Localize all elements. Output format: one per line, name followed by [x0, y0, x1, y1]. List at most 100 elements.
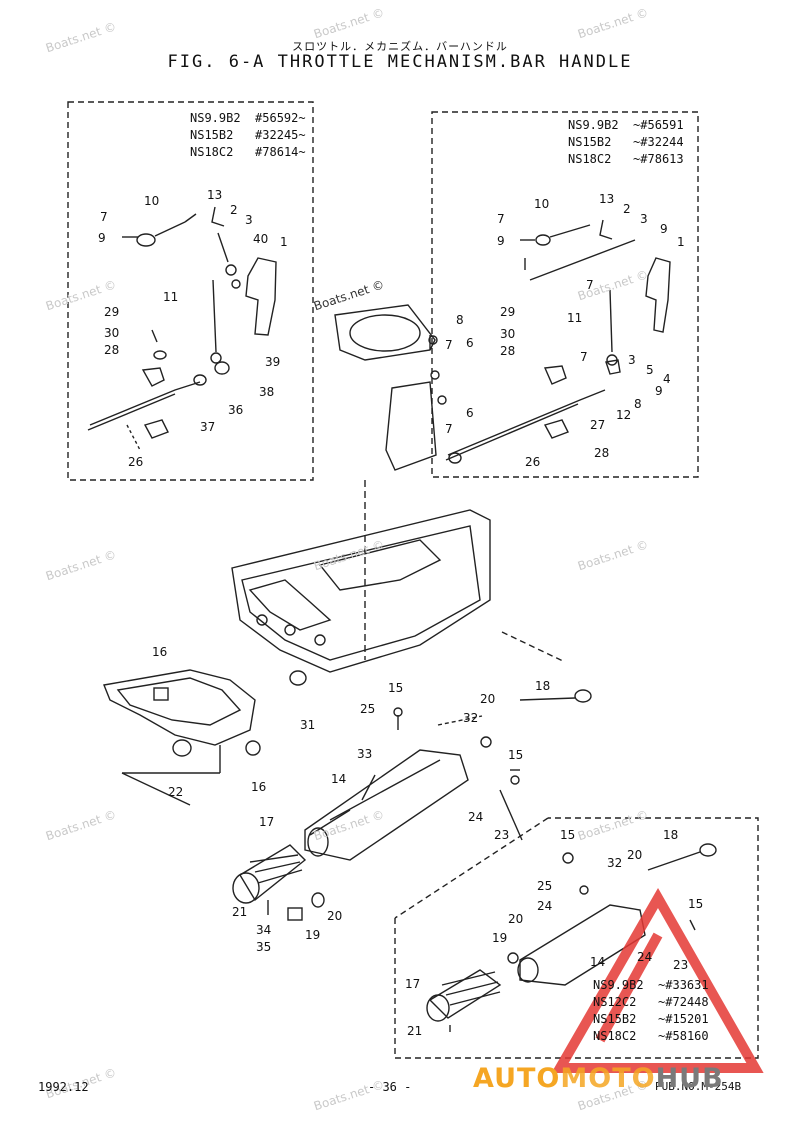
callout-label: 32 [463, 711, 479, 725]
brand-logo-part: MOTO [560, 1063, 656, 1094]
callout-label: 6 [466, 336, 474, 350]
callout-label: 8 [456, 313, 464, 327]
callout-label: 21 [407, 1024, 423, 1038]
model-row: NS9.9B2 ~#33631 [593, 978, 709, 992]
callout-label: 8 [634, 397, 642, 411]
callout-label: 7 [580, 350, 588, 364]
callout-label: 36 [228, 403, 244, 417]
callout-label: 16 [152, 645, 168, 659]
callout-label: 17 [405, 977, 421, 991]
callout-label: 40 [253, 232, 269, 246]
callout-label: 34 [256, 923, 272, 937]
callout-label: 20 [327, 909, 343, 923]
callout-label: 13 [599, 192, 615, 206]
callout-label: 22 [168, 785, 184, 799]
callout-label: 10 [534, 197, 550, 211]
callout-label: 30 [500, 327, 516, 341]
callout-label: 11 [163, 290, 179, 304]
callout-label: 4 [663, 372, 671, 386]
callout-label: 17 [259, 815, 275, 829]
callout-label: 7 [586, 278, 594, 292]
callout-label: 9 [497, 234, 505, 248]
callout-label: 15 [560, 828, 576, 842]
callout-label: 3 [628, 353, 636, 367]
callout-label: 24 [537, 899, 553, 913]
callout-label: 7 [445, 422, 453, 436]
brand-logo-part: AUTO [473, 1063, 561, 1094]
callout-label: 35 [256, 940, 272, 954]
callout-label: 32 [607, 856, 623, 870]
callout-label: 16 [251, 780, 267, 794]
callout-label: 3 [640, 212, 648, 226]
callout-label: 1 [677, 235, 685, 249]
footer-date: 1992.12 [38, 1080, 89, 1094]
callout-label: 31 [300, 718, 316, 732]
model-row: NS18C2 ~#78613 [568, 152, 684, 166]
callout-label: 29 [104, 305, 120, 319]
callout-label: 33 [357, 747, 373, 761]
callout-label: 37 [200, 420, 216, 434]
model-row: NS18C2 ~#58160 [593, 1029, 709, 1043]
left-panel-model-list: NS9.9B2 #56592~ NS15B2 #32245~ NS18C2 #7… [190, 110, 306, 161]
callout-label: 26 [525, 455, 541, 469]
callout-label: 28 [594, 446, 610, 460]
figure-title: FIG. 6-A THROTTLE MECHANISM.BAR HANDLE [167, 52, 633, 72]
callout-label: 9 [98, 231, 106, 245]
model-row: NS15B2 ~#15201 [593, 1012, 709, 1026]
callout-label: 25 [360, 702, 376, 716]
callout-label: 20 [627, 848, 643, 862]
callout-label: 24 [637, 950, 653, 964]
callout-label: 21 [232, 905, 248, 919]
callout-label: 13 [207, 188, 223, 202]
callout-label: 1 [280, 235, 288, 249]
callout-label: 29 [500, 305, 516, 319]
brand-logo: AUTOMOTOHUB [473, 1063, 724, 1094]
callout-label: 23 [673, 958, 689, 972]
model-row: NS15B2 #32245~ [190, 128, 306, 142]
right-panel-model-list: NS9.9B2 ~#56591 NS15B2 ~#32244 NS18C2 ~#… [568, 117, 684, 168]
model-row: NS9.9B2 ~#56591 [568, 118, 684, 132]
callout-label: 19 [492, 931, 508, 945]
callout-label: 7 [100, 210, 108, 224]
callout-label: 23 [494, 828, 510, 842]
callout-label: 5 [646, 363, 654, 377]
callout-label: 25 [537, 879, 553, 893]
model-row: NS12C2 ~#72448 [593, 995, 709, 1009]
callout-label: 7 [445, 338, 453, 352]
callout-label: 14 [331, 772, 347, 786]
callout-label: 2 [230, 203, 238, 217]
callout-label: 39 [265, 355, 281, 369]
model-row: NS15B2 ~#32244 [568, 135, 684, 149]
brand-logo-part: HUB [655, 1063, 724, 1094]
callout-label: 26 [128, 455, 144, 469]
callout-label: 28 [104, 343, 120, 357]
callout-label: 10 [144, 194, 160, 208]
bottom-panel-model-list: NS9.9B2 ~#33631 NS12C2 ~#72448 NS15B2 ~#… [593, 977, 709, 1045]
callout-label: 20 [480, 692, 496, 706]
callout-label: 28 [500, 344, 516, 358]
callout-label: 15 [688, 897, 704, 911]
callout-label: 19 [305, 928, 321, 942]
callout-label: 7 [497, 212, 505, 226]
callout-label: 27 [590, 418, 606, 432]
callout-label: 6 [466, 406, 474, 420]
callout-label: 9 [655, 384, 663, 398]
callout-label: 3 [245, 213, 253, 227]
model-row: NS9.9B2 #56592~ [190, 111, 306, 125]
callout-label: 30 [104, 326, 120, 340]
model-row: NS18C2 #78614~ [190, 145, 306, 159]
callout-label: 20 [508, 912, 524, 926]
callout-label: 14 [590, 955, 606, 969]
callout-label: 2 [623, 202, 631, 216]
callout-label: 15 [388, 681, 404, 695]
callout-label: 12 [616, 408, 632, 422]
callout-label: 18 [535, 679, 551, 693]
callout-label: 38 [259, 385, 275, 399]
footer-publication-number: PUB.NO.M-254B [655, 1080, 742, 1093]
callout-label: 9 [660, 222, 668, 236]
footer-page-number: - 36 - [368, 1080, 412, 1094]
callout-label: 18 [663, 828, 679, 842]
figure-title-japanese: スロツトル．メカニズム．バーハンドル [292, 40, 508, 53]
callout-label: 15 [508, 748, 524, 762]
